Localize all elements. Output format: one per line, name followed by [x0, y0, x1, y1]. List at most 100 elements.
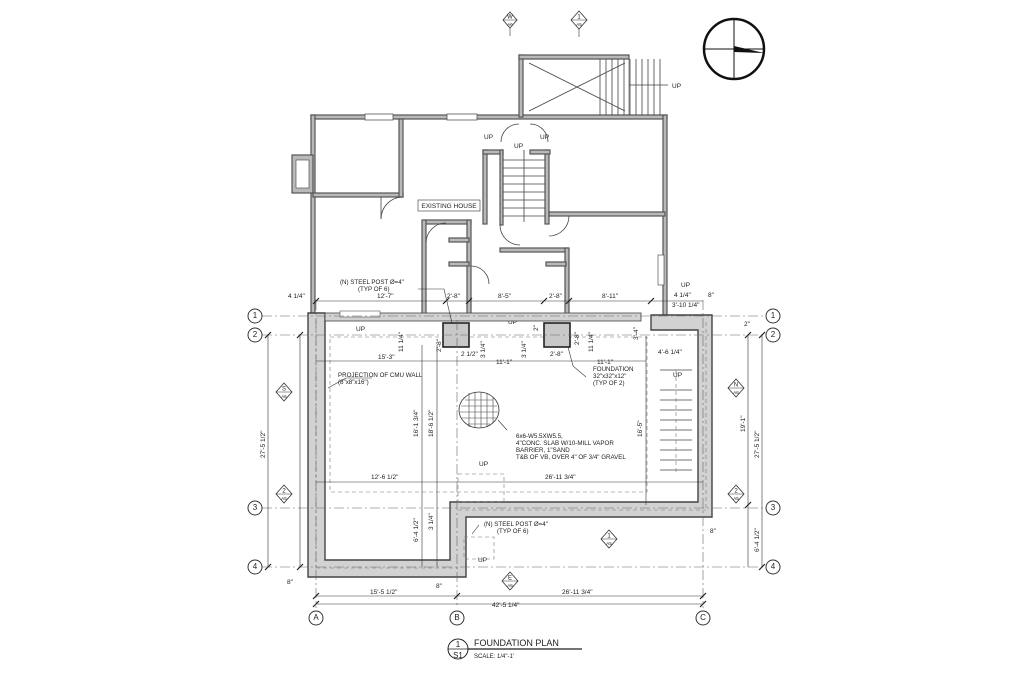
svg-text:1: 1 [607, 534, 611, 540]
up-label: UP [514, 143, 523, 150]
up-label: UP [478, 557, 487, 564]
svg-text:A6: A6 [281, 394, 287, 399]
section-markers: W A6 1 A5 S A6 N A6 2 A5 [275, 10, 745, 591]
grid-bubble-3-left: 3 [247, 500, 263, 516]
up-label: UP [484, 134, 493, 141]
svg-text:S: S [282, 387, 286, 393]
svg-text:A5: A5 [576, 22, 582, 27]
section-marker-1-mid: 1 A5 [600, 529, 618, 549]
dim-text: 15'-3" [378, 354, 395, 361]
dim-text: 2'-8" [574, 331, 581, 345]
grid-bubbles: 1 2 3 4 1 2 3 4 A B C [247, 308, 781, 626]
elevation-marker-w: W A6 [502, 11, 518, 36]
up-label: UP [681, 282, 690, 289]
dim-text: 8'-5" [498, 293, 512, 300]
up-label: UP [479, 461, 488, 468]
dim-text: 2'-8" [550, 351, 564, 358]
dim-text: 2'-8" [436, 338, 443, 352]
svg-text:W: W [507, 15, 513, 21]
grid-lines [262, 300, 764, 608]
north-arrow-icon [702, 17, 766, 81]
sheet-number: S1 [453, 651, 463, 660]
dim-text: 18'-6 1/2" [428, 409, 435, 437]
grid-bubble-1-right: 1 [765, 308, 781, 324]
annotation-notes: (N) STEEL POST Ø=4" (TYP OF 6) PROJECTIO… [338, 279, 633, 535]
dim-text: 11 1/4" [398, 331, 405, 352]
svg-text:A5: A5 [733, 496, 739, 501]
slab-mesh-symbol [458, 391, 500, 429]
svg-text:1: 1 [771, 311, 776, 320]
dim-text: 3 1/4" [521, 341, 528, 358]
note-steel-post-top-qty: (TYP OF 6) [358, 286, 390, 293]
note-slab-mesh: 6x6-W5.5XW5.5, [516, 433, 563, 440]
note-cmu-wall: PROJECTION OF CMU WALL [338, 372, 423, 379]
note-steel-post-bot: (N) STEEL POST Ø=4" [484, 521, 548, 528]
note-foundation-size: 32"x32"x12" [593, 373, 626, 380]
up-label: UP [356, 326, 365, 333]
svg-text:A6: A6 [507, 583, 513, 588]
grid-bubble-2-left: 2 [247, 327, 263, 343]
elevation-marker-s: S A6 [275, 382, 293, 402]
dim-text: 11'-1" [496, 359, 513, 366]
note-foundation-qty: (TYP OF 2) [593, 380, 625, 387]
dim-text: 2 1/2" [461, 351, 478, 358]
dim-text: 4'-6 1/4" [658, 349, 682, 356]
up-label: UP [673, 372, 682, 379]
drawing-number: 1 [456, 640, 461, 649]
title-block: 1 S1 FOUNDATION PLAN SCALE: 1/4"-1' [447, 638, 582, 660]
dim-text: 2'-8" [549, 293, 563, 300]
note-steel-post-bot-qty: (TYP OF 6) [497, 528, 529, 535]
dim-text: 2" [533, 324, 540, 331]
dim-text: 3'-4" [633, 326, 640, 340]
up-label: UP [508, 319, 517, 326]
dim-text: 16'-5" [637, 420, 644, 437]
dim-text: 4 1/4" [288, 293, 305, 300]
svg-text:2: 2 [771, 330, 776, 339]
svg-text:A: A [313, 613, 319, 622]
dim-text: 42'-5 1/4" [492, 602, 520, 609]
grid-bubble-b: B [449, 610, 465, 626]
svg-text:4: 4 [253, 562, 258, 571]
dim-text: 26'-11 3/4" [545, 474, 576, 481]
section-marker-2-left: 2 A5 [275, 484, 293, 504]
svg-text:2: 2 [282, 489, 286, 495]
svg-text:E: E [508, 576, 512, 582]
dim-text: 4 1/4" [674, 292, 691, 299]
dim-text: 2'-8" [447, 293, 461, 300]
grid-bubble-a: A [308, 610, 324, 626]
dim-text: 11'-1" [597, 359, 614, 366]
note-slab-sand: BARRIER, 1"SAND [516, 447, 570, 454]
dim-text: 19'-1" [740, 415, 747, 432]
note-slab-gravel: T&B OF VB, OVER 4" OF 3/4" GRAVEL [516, 454, 626, 461]
dim-text: 12'-7" [377, 293, 394, 300]
room-label-existing-house: EXISTING HOUSE [421, 203, 477, 210]
svg-text:4: 4 [771, 562, 776, 571]
svg-text:C: C [700, 613, 706, 622]
dim-text: 27'-5 1/2" [260, 430, 267, 458]
up-label: UP [672, 83, 681, 90]
svg-text:2: 2 [734, 489, 738, 495]
note-foundation: FOUNDATION [593, 366, 633, 373]
house-stair-up-labels: UP UP UP UP UP UP UP UP UP UP [356, 83, 690, 564]
svg-text:3: 3 [771, 503, 776, 512]
drawing-scale: SCALE: 1/4"-1' [474, 654, 514, 660]
existing-house-walls [291, 54, 668, 317]
dim-text: 6'-4 1/2" [413, 518, 420, 542]
existing-house-tag: EXISTING HOUSE [417, 199, 481, 212]
dim-text: 8" [710, 528, 717, 535]
svg-text:3: 3 [253, 503, 258, 512]
dim-text: 26'-11 3/4" [562, 589, 593, 596]
note-slab-concrete: 4"CONC. SLAB W/10-MILL VAPOR [516, 440, 614, 447]
svg-text:A5: A5 [606, 541, 612, 546]
dim-text: 8" [436, 583, 443, 590]
note-cmu-size: (8"x8"x16") [338, 379, 369, 386]
up-label: UP [540, 134, 549, 141]
svg-text:N: N [734, 383, 738, 389]
grid-bubble-2-right: 2 [765, 327, 781, 343]
grid-bubble-1-left: 1 [247, 308, 263, 324]
dim-text: 3 1/4" [428, 513, 435, 530]
dim-text: 8" [287, 579, 294, 586]
svg-text:1: 1 [577, 15, 581, 21]
foundation-walls [307, 310, 713, 578]
dim-text: 27'-5 1/2" [754, 430, 761, 458]
